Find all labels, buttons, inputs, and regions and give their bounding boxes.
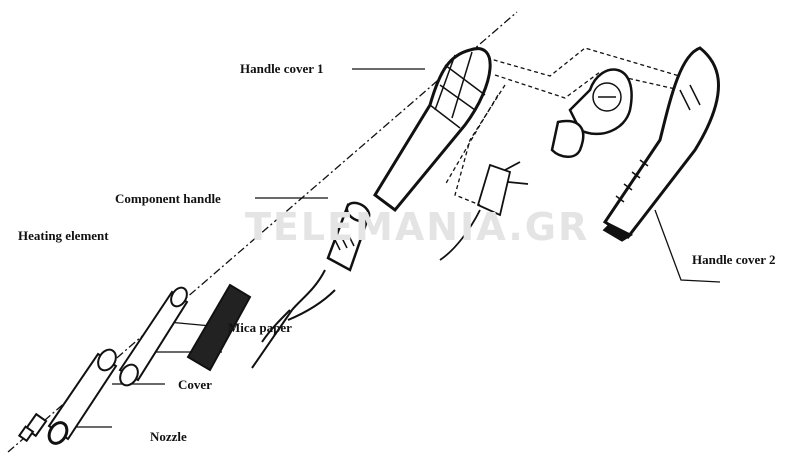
wires-part bbox=[251, 269, 336, 369]
label-component-handle: Component handle bbox=[115, 191, 221, 206]
label-nozzle: Nozzle bbox=[150, 429, 187, 444]
switch-part bbox=[439, 161, 529, 261]
fan-part bbox=[568, 68, 633, 136]
label-mica-paper: Mica paper bbox=[228, 320, 292, 335]
dashed-link bbox=[454, 84, 506, 206]
mica-paper-part bbox=[118, 286, 189, 387]
cover-part bbox=[47, 348, 118, 445]
dashed-link bbox=[486, 47, 721, 89]
heating-element-part bbox=[186, 283, 252, 372]
label-heating-element: Heating element bbox=[18, 228, 109, 243]
label-handle-cover-2: Handle cover 2 bbox=[692, 252, 776, 267]
handle-cover-1-part bbox=[373, 47, 492, 213]
watermark: TELEMANIA.GR bbox=[245, 205, 590, 249]
nozzle-part bbox=[17, 412, 48, 443]
label-cover: Cover bbox=[178, 377, 212, 392]
handle-cover-2-part bbox=[602, 46, 720, 242]
component-handle-part bbox=[326, 201, 371, 272]
knob-part bbox=[550, 119, 585, 158]
dashed-link bbox=[494, 71, 681, 99]
label-handle-cover-1: Handle cover 1 bbox=[240, 61, 324, 76]
leader-handle-cover-2 bbox=[654, 209, 721, 283]
